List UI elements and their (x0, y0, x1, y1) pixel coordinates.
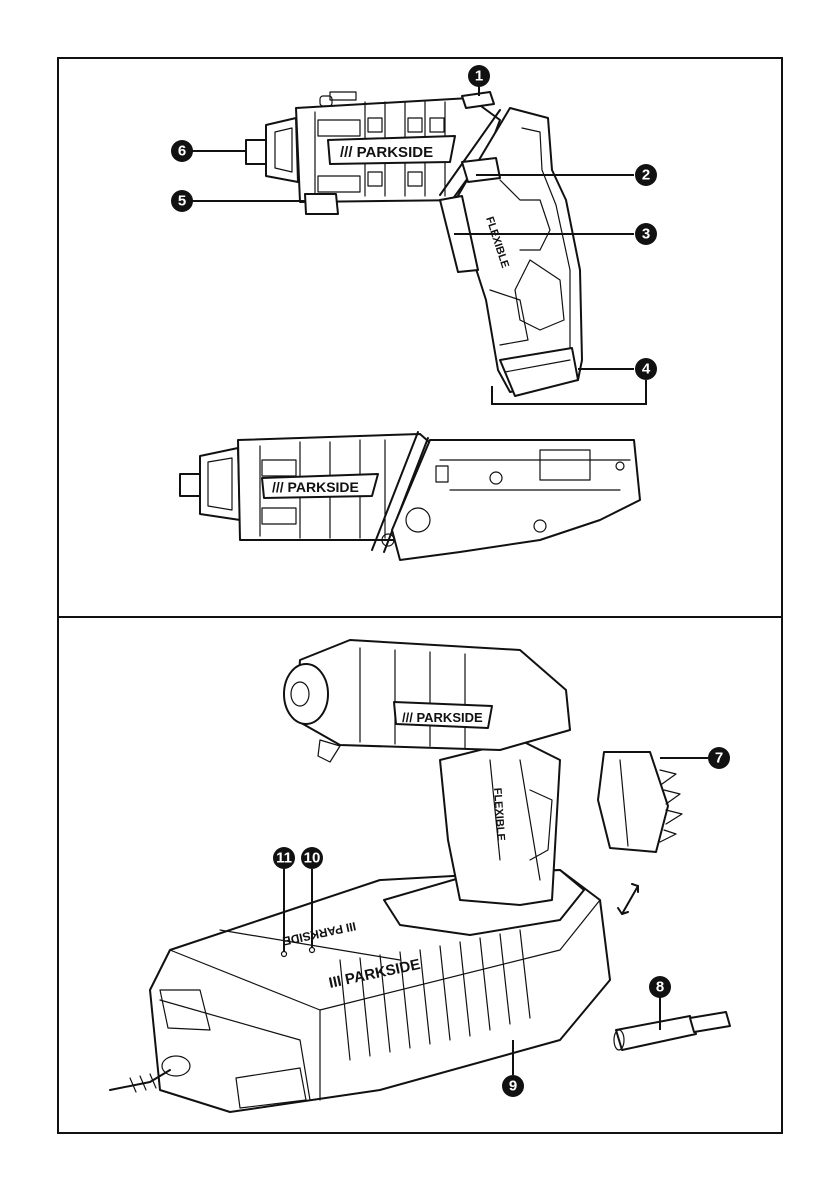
insert-arrow (622, 886, 638, 914)
screwdriver-on-charger: FLEXIBLE /// PARKSIDE (284, 640, 570, 905)
callout-6: 6 (171, 140, 193, 162)
bit-holder (598, 752, 682, 852)
rotation-switch (305, 194, 338, 214)
svg-text:7: 7 (715, 750, 723, 767)
callout-4: 4 (635, 358, 657, 380)
svg-text:3: 3 (642, 226, 650, 243)
callout-11: 11 (273, 847, 295, 869)
handle-straight (392, 440, 640, 560)
charging-station: III PARKSIDE III PARKSIDE (110, 870, 610, 1112)
svg-text:9: 9 (509, 1078, 517, 1095)
callout-7: 7 (708, 747, 730, 769)
brand-label-straight: /// PARKSIDE (272, 479, 359, 495)
screwdriver-straight-mode: /// PARKSIDE (180, 432, 640, 560)
bit-holder-body (598, 752, 668, 852)
brand-label-top: /// PARKSIDE (340, 144, 433, 161)
callout-10: 10 (301, 847, 323, 869)
svg-text:10: 10 (304, 850, 321, 867)
trigger (462, 158, 500, 182)
callout-9: 9 (502, 1075, 524, 1097)
svg-text:11: 11 (276, 850, 292, 867)
svg-text:6: 6 (178, 143, 186, 160)
callout-3: 3 (635, 223, 657, 245)
callout-5: 5 (171, 190, 193, 212)
svg-text:8: 8 (656, 979, 664, 996)
chuck-nose (266, 118, 298, 182)
bit-extension (614, 1012, 730, 1050)
callout-2: 2 (635, 164, 657, 186)
svg-text:2: 2 (642, 167, 650, 184)
svg-text:4: 4 (642, 361, 651, 378)
screwdriver-pistol-mode: /// PARKSIDE FLEXIBLE (246, 92, 582, 396)
brand-label-docked: /// PARKSIDE (402, 710, 483, 725)
svg-text:1: 1 (475, 68, 483, 85)
docked-motor-housing (296, 640, 570, 750)
callout-8: 8 (649, 976, 671, 998)
callout-1: 1 (468, 65, 490, 87)
svg-text:5: 5 (178, 193, 186, 210)
chuck-nose-straight (200, 448, 240, 520)
extension-sleeve (616, 1016, 696, 1050)
